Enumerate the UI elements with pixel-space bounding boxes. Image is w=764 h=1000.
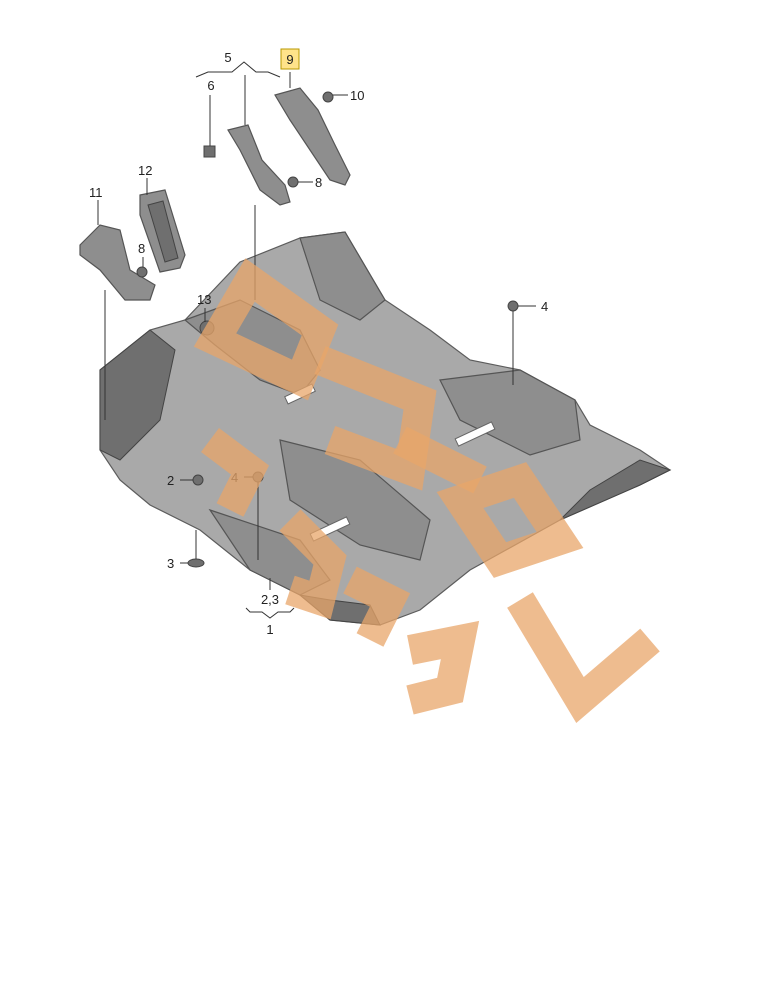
callout-11: 11: [89, 185, 103, 200]
callout-13: 13: [197, 292, 211, 307]
callout-1: 1: [266, 622, 273, 637]
callout-labels: 5 6 9 10 8 12 11 8 13 4 2 4 3 2,3 1: [89, 48, 548, 637]
callout-8-upper: 8: [315, 175, 322, 190]
callout-2: 2: [167, 473, 174, 488]
callout-8-lower: 8: [138, 241, 145, 256]
callout-2-3: 2,3: [261, 592, 279, 607]
watermark-logo: [193, 258, 660, 723]
callout-6: 6: [207, 78, 214, 93]
part-9-footrest: [274, 87, 351, 186]
callout-9-highlight: [280, 48, 300, 70]
callout-10: 10: [350, 88, 364, 103]
callout-9: 9: [286, 52, 293, 67]
part-11-bracket: [79, 224, 156, 301]
floor-carpet: [99, 231, 672, 626]
part-5-support: [227, 124, 291, 206]
callout-3: 3: [167, 556, 174, 571]
part-12-heel-pad: [139, 189, 186, 273]
callout-5: 5: [224, 50, 231, 65]
callout-12: 12: [138, 163, 152, 178]
callout-4-right: 4: [541, 299, 548, 314]
